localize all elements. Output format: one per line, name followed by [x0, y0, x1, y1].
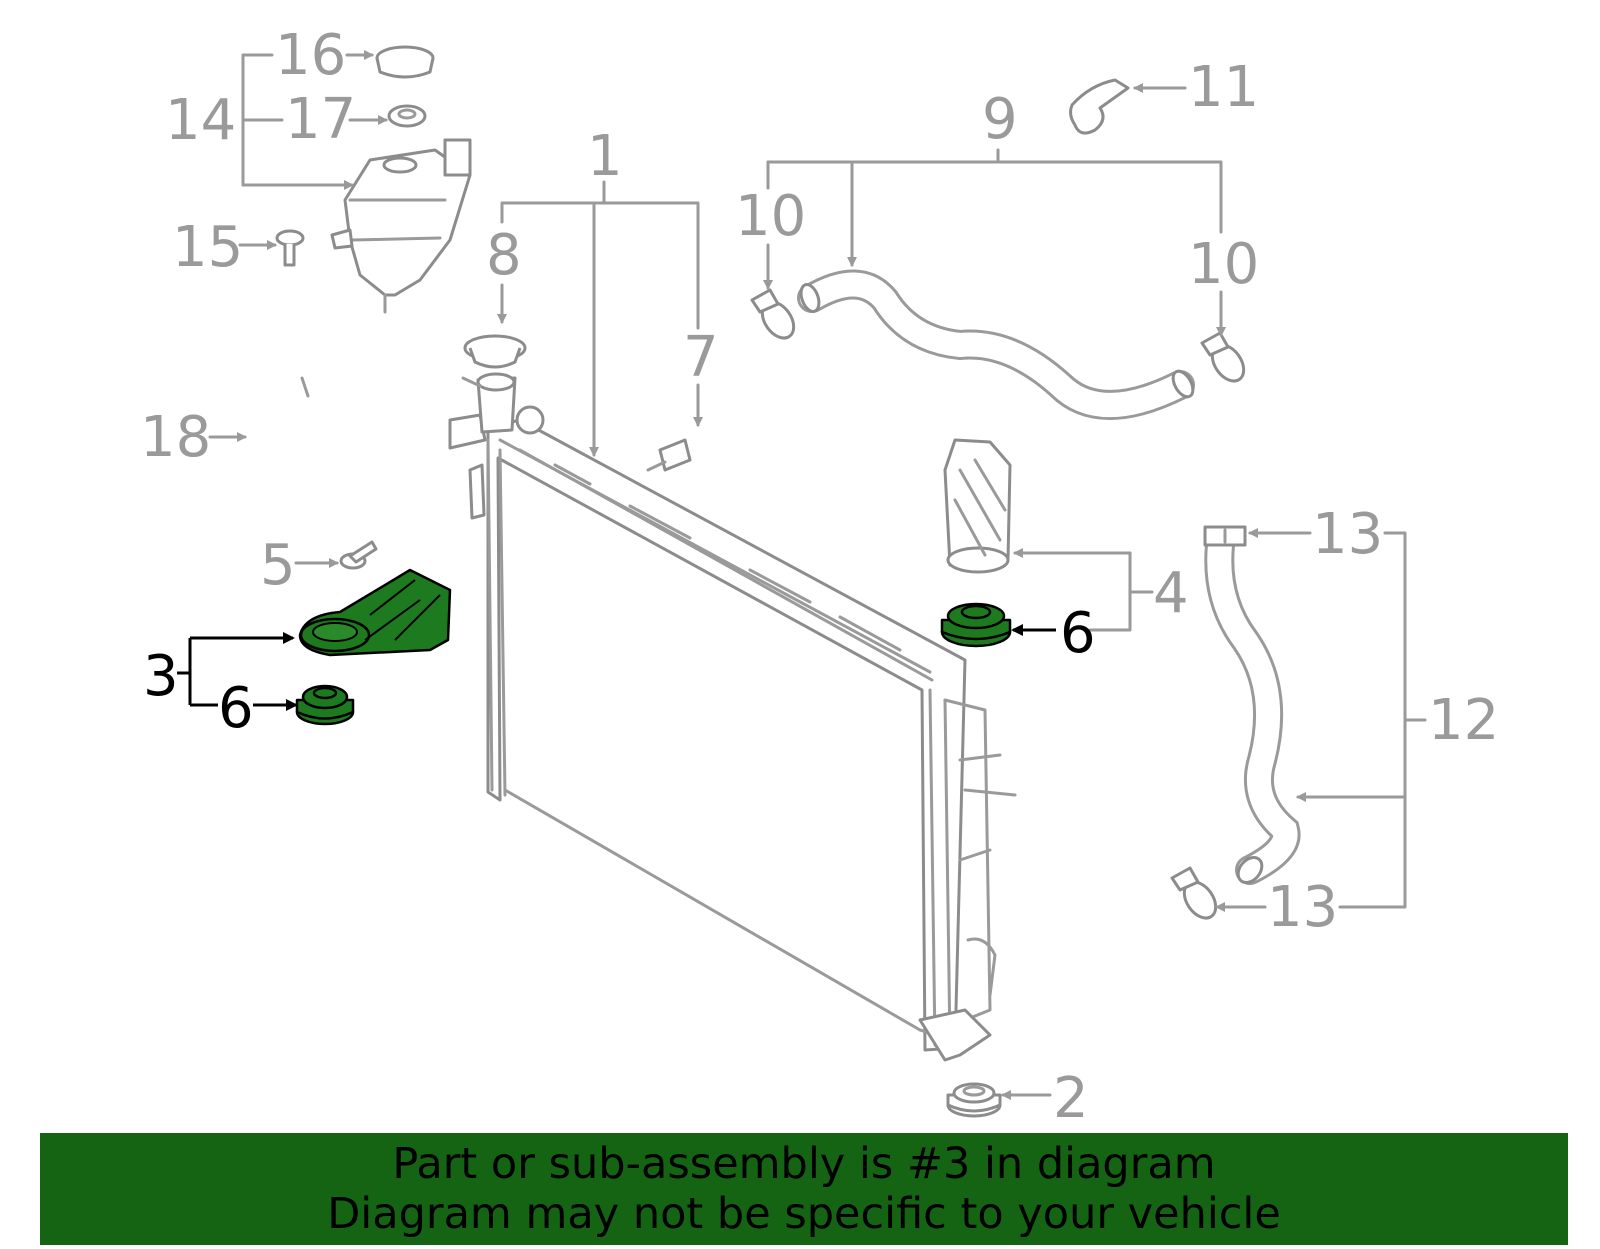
hose-clamp-13-bottom [1170, 866, 1218, 920]
callout-18: 18 [140, 405, 211, 470]
callout-numbers: 1 2 3 4 5 6 6 7 8 9 10 10 11 12 13 13 14… [140, 23, 1499, 1131]
bolt-15 [275, 229, 305, 267]
drain-plug [646, 438, 692, 472]
callout-17: 17 [285, 87, 356, 152]
reservoir-cap [375, 45, 435, 79]
info-banner: Part or sub-assembly is #3 in diagram Di… [40, 1133, 1568, 1245]
radiator [448, 372, 1017, 1062]
radiator-cap [463, 334, 527, 369]
lower-mount-bracket-3 [298, 568, 452, 657]
lower-hose [1204, 530, 1301, 885]
callout-10-right: 10 [1188, 232, 1259, 297]
callout-12: 12 [1428, 688, 1499, 753]
leader-lines [177, 50, 1427, 1100]
callout-16: 16 [275, 23, 346, 88]
callout-14: 14 [165, 88, 236, 153]
callout-5: 5 [260, 533, 296, 598]
callout-6-right: 6 [1060, 601, 1096, 666]
bolt-5 [339, 540, 378, 570]
banner-line-2: Diagram may not be specific to your vehi… [327, 1189, 1281, 1239]
callout-3: 3 [143, 644, 179, 709]
callout-2: 2 [1053, 1066, 1089, 1131]
callout-7: 7 [683, 325, 719, 390]
callout-8: 8 [486, 223, 522, 288]
callout-6-left: 6 [218, 676, 254, 741]
callout-10-left: 10 [735, 184, 806, 249]
grommet-6-right [940, 602, 1012, 648]
callout-15: 15 [172, 215, 243, 280]
callout-9: 9 [982, 87, 1018, 152]
grommet-6-left [295, 684, 355, 726]
overflow-hose [245, 334, 392, 499]
banner-line-1: Part or sub-assembly is #3 in diagram [392, 1139, 1216, 1189]
upper-mount-bracket [943, 438, 1012, 574]
hose-bracket-11 [1069, 78, 1130, 135]
callout-13-bottom: 13 [1267, 875, 1338, 940]
connector-13-top [1203, 525, 1247, 547]
callout-4: 4 [1153, 561, 1189, 626]
callout-13-top: 13 [1312, 502, 1383, 567]
reservoir-tank [330, 138, 472, 314]
hose-clamp-10-right [1200, 331, 1246, 383]
hose-clamp-10-left [750, 288, 796, 340]
callout-1: 1 [587, 124, 623, 189]
callout-11: 11 [1188, 55, 1259, 120]
o-ring [387, 104, 427, 128]
upper-hose [797, 269, 1195, 420]
grommet-2 [946, 1082, 1002, 1118]
